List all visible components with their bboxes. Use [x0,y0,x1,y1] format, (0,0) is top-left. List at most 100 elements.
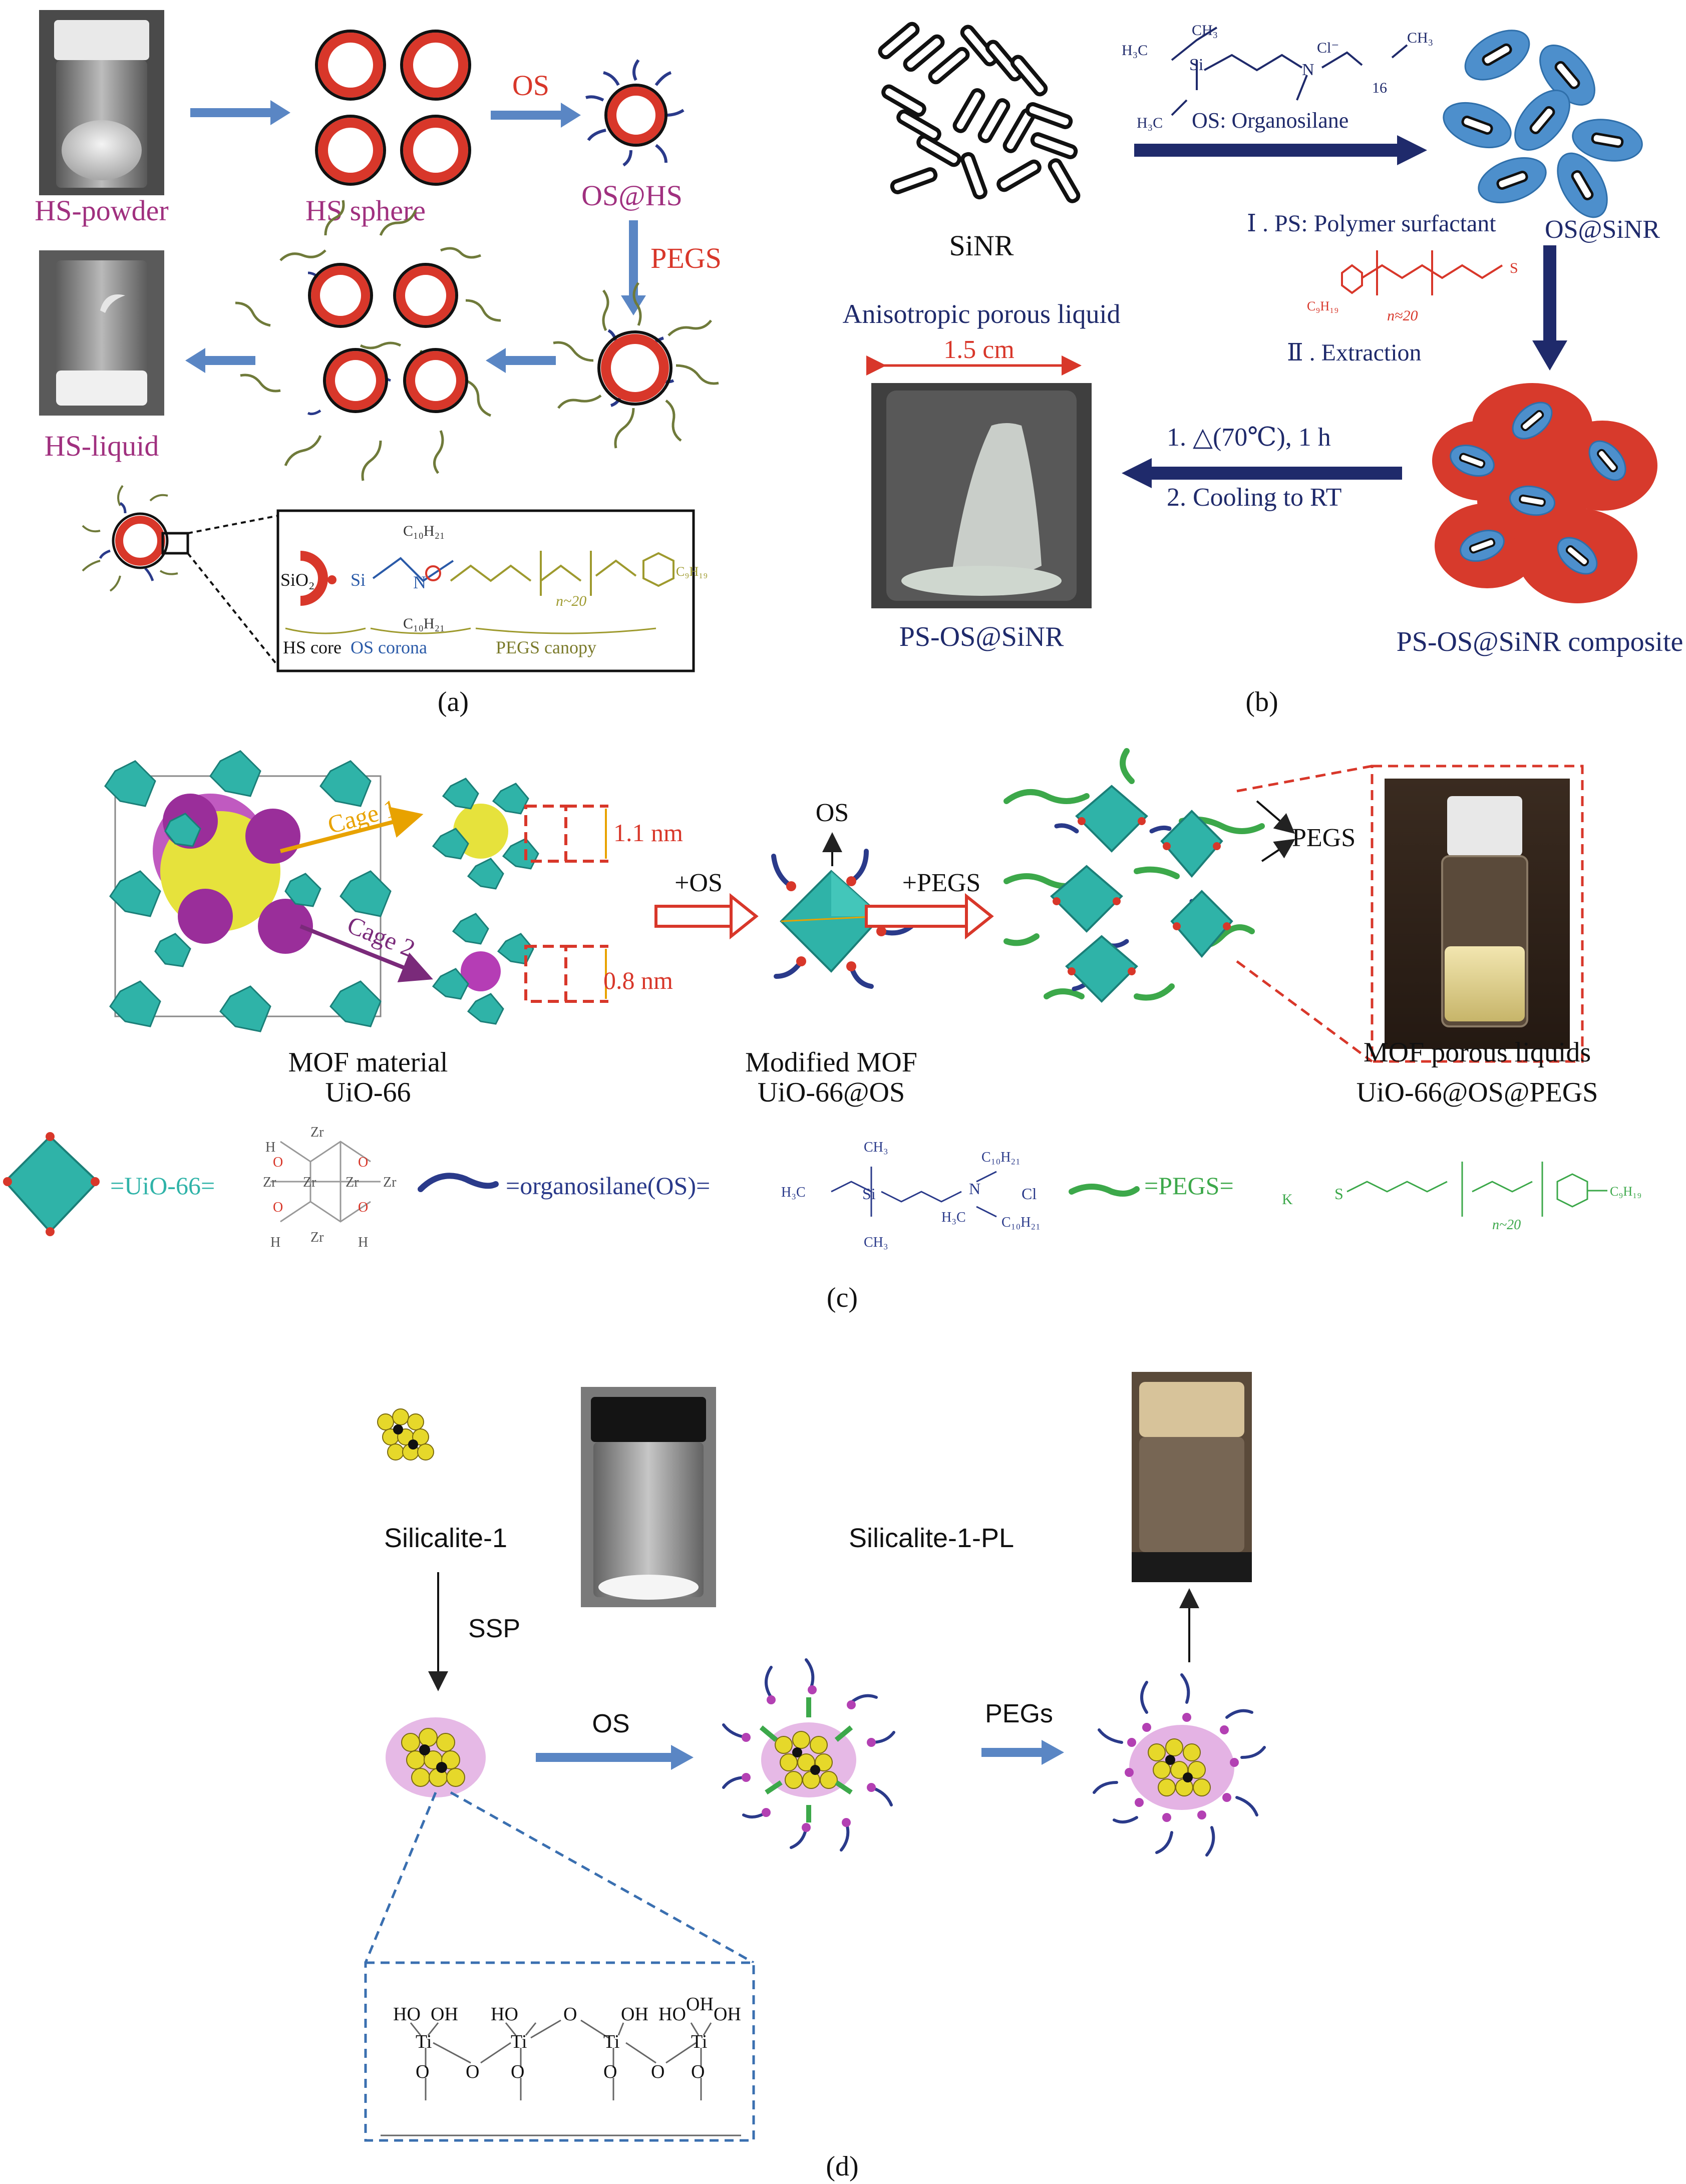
hs-liquid-label: HS-liquid [45,430,159,462]
pegs-k: K [1282,1191,1293,1208]
zr-4: Zr [346,1175,359,1190]
os-label-c: OS [816,799,849,827]
cl-text-b: Cl⁻ [1317,40,1339,56]
pegs-s: S [1334,1185,1343,1203]
modified-mof-label: Modified MOF [745,1047,917,1078]
panel-a-label: (a) [438,686,469,717]
zoom-line-left [364,1792,437,1963]
sixteen-text: 16 [1372,80,1387,96]
os-legend: =organosilane(OS)= CH₃ H₃C Si CH₃ N H₃C … [418,1140,1041,1250]
zr-6: Zr [310,1230,324,1245]
si-text-b: Si [1189,56,1203,74]
o-d-4: O [563,2004,577,2025]
c10h21-bottom: C₁₀H₂₁ [403,615,445,632]
cage2-zoom [432,913,534,1025]
h-2: H [270,1235,280,1250]
ps-polymer-surfactant-label: Ⅰ . PS: Polymer surfactant [1247,210,1496,237]
legend-os-text: =organosilane(OS)= [506,1172,710,1200]
silicalite-crystal [377,1408,434,1461]
o-2: O [358,1155,368,1170]
n-text-b: N [1302,61,1314,79]
plus-os-label: +OS [675,869,723,897]
silicalite-pl-label: Silicalite-1-PL [849,1523,1014,1553]
pegs-n20: n~20 [1492,1217,1521,1233]
arrow-head [621,295,646,315]
inset-particle [82,485,279,667]
os-c10h21-1: C₁₀H₂₁ [981,1150,1021,1165]
o-d-5: O [603,2061,617,2082]
mof-pl-photo [1371,765,1584,1063]
hs-powder-photo [39,10,164,195]
os-cl: Cl [1022,1185,1037,1203]
ho-2: HO [491,2004,518,2025]
s-text-b: S [1510,260,1518,276]
c9h19-text: C₉H₁₉ [676,564,708,579]
os-label-d: OS [592,1709,629,1738]
pegs-pointer-2 [1261,839,1295,862]
os-modified-particle [722,1658,895,1852]
ti-2: Ti [511,2031,527,2052]
pegs-coated-particle [553,282,719,449]
plus-pegs-arrow [865,893,994,940]
si-text: Si [351,570,366,590]
o-3: O [273,1200,283,1215]
ps-os-sinr-label: PS-OS@SiNR [899,621,1064,652]
anisotropic-label: Anisotropic porous liquid [843,299,1121,329]
pl-particle [1093,1673,1266,1857]
uio66-os-pegs-label: UiO-66@OS@PEGS [1357,1077,1598,1108]
cool-label: 2. Cooling to RT [1167,483,1341,512]
ps-os-sinr-composite [1432,383,1657,603]
legend-uio66-text: =UiO-66= [110,1172,215,1200]
panel-a: HS-powder HS sphere OS [35,10,722,717]
panel-c-label: (c) [827,1282,858,1313]
arrow-head [671,1745,694,1770]
o-d-7: O [691,2061,705,2082]
cage2-box [524,945,567,1003]
sinr-cluster [878,22,1081,203]
cage1-box [524,805,567,863]
c10h21-top: C₁₀H₂₁ [403,523,445,539]
hs-liquid-cluster [235,200,501,481]
oh-1: OH [431,2004,458,2025]
ch3-top: CH₃ [1192,22,1218,39]
os-step-label: OS [512,69,549,102]
zr-3: Zr [303,1175,316,1190]
scale-label: 1.5 cm [943,335,1015,364]
o-4: O [358,1200,368,1215]
pegs-c9h19: C₉H₁₉ [1610,1184,1641,1199]
arrow-head [270,100,290,125]
ps-structure [1341,250,1503,295]
plus-pegs-label: +PEGS [902,869,980,897]
o-1: O [273,1155,283,1170]
heat-label: 1. △(70℃), 1 h [1167,423,1331,452]
arrow-head [1397,135,1427,165]
oh-3: OH [686,1994,714,2015]
mof-pl-label: MOF porous liquids [1364,1037,1591,1068]
zoom-line-top [1236,765,1373,793]
os-c10h21-2: C₁₀H₂₁ [1001,1215,1041,1230]
ch3-end: CH₃ [1407,30,1433,46]
silicalite-photo [581,1387,716,1607]
h3c-top: H₃C [1122,42,1148,59]
arrow-head [561,103,581,128]
os-organosilane-label: OS: Organosilane [1192,108,1348,133]
c9h19-b: C₉H₁₉ [1307,299,1338,313]
uio66-legend: =UiO-66= Zr Zr Zr Zr Zr Zr O O O O H H H [3,1125,397,1250]
arrow-head [1122,458,1152,488]
ssp-particle [386,1717,486,1797]
arrow-head [1042,1740,1064,1765]
size1-label: 1.1 nm [613,819,683,847]
o-d-1: O [416,2061,429,2082]
n-text: N [413,572,426,592]
ps-os-sinr-photo [871,383,1092,608]
ti-1: Ti [416,2031,432,2052]
uio66-label: UiO-66 [325,1077,411,1108]
hs-core-label: HS core [283,637,342,657]
oh-4: OH [714,2004,741,2025]
os-n: N [969,1180,980,1198]
silicalite-pl-photo [1132,1372,1252,1582]
ssp-label: SSP [468,1614,520,1643]
os-sinr-cluster [1443,30,1643,218]
os-hs-particle [585,59,685,167]
pegs-label-d: PEGs [985,1699,1053,1728]
